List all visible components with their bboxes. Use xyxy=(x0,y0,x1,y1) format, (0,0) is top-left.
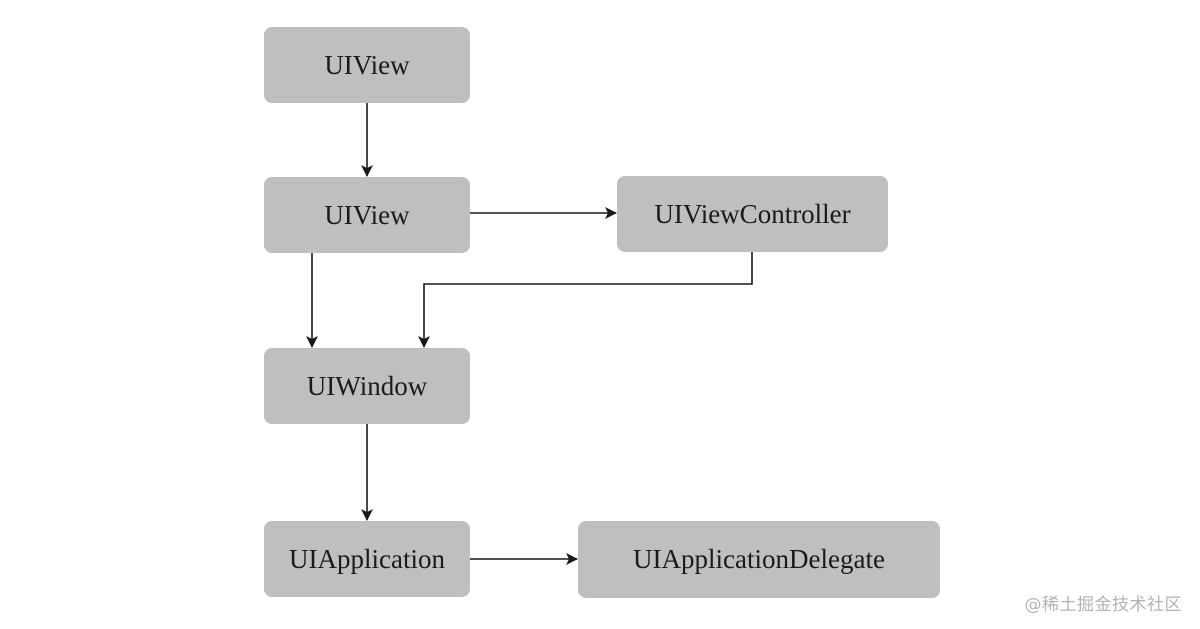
node-view-controller: UIViewController xyxy=(617,176,888,252)
node-application-label: UIApplication xyxy=(289,543,445,574)
node-uiview-mid: UIView xyxy=(264,177,470,253)
node-uiview-top: UIView xyxy=(264,27,470,103)
node-window-label: UIWindow xyxy=(306,370,428,401)
node-application: UIApplication xyxy=(264,521,470,597)
node-window: UIWindow xyxy=(264,348,470,424)
edge-viewcontroller-to-window xyxy=(418,252,753,348)
node-uiview-mid-label: UIView xyxy=(324,199,410,230)
watermark-text: @稀土掘金技术社区 xyxy=(1024,595,1182,615)
node-uiview-top-label: UIView xyxy=(324,49,410,80)
node-application-delegate: UIApplicationDelegate xyxy=(578,521,940,598)
node-application-delegate-label: UIApplicationDelegate xyxy=(633,544,885,574)
node-view-controller-label: UIViewController xyxy=(654,198,851,229)
